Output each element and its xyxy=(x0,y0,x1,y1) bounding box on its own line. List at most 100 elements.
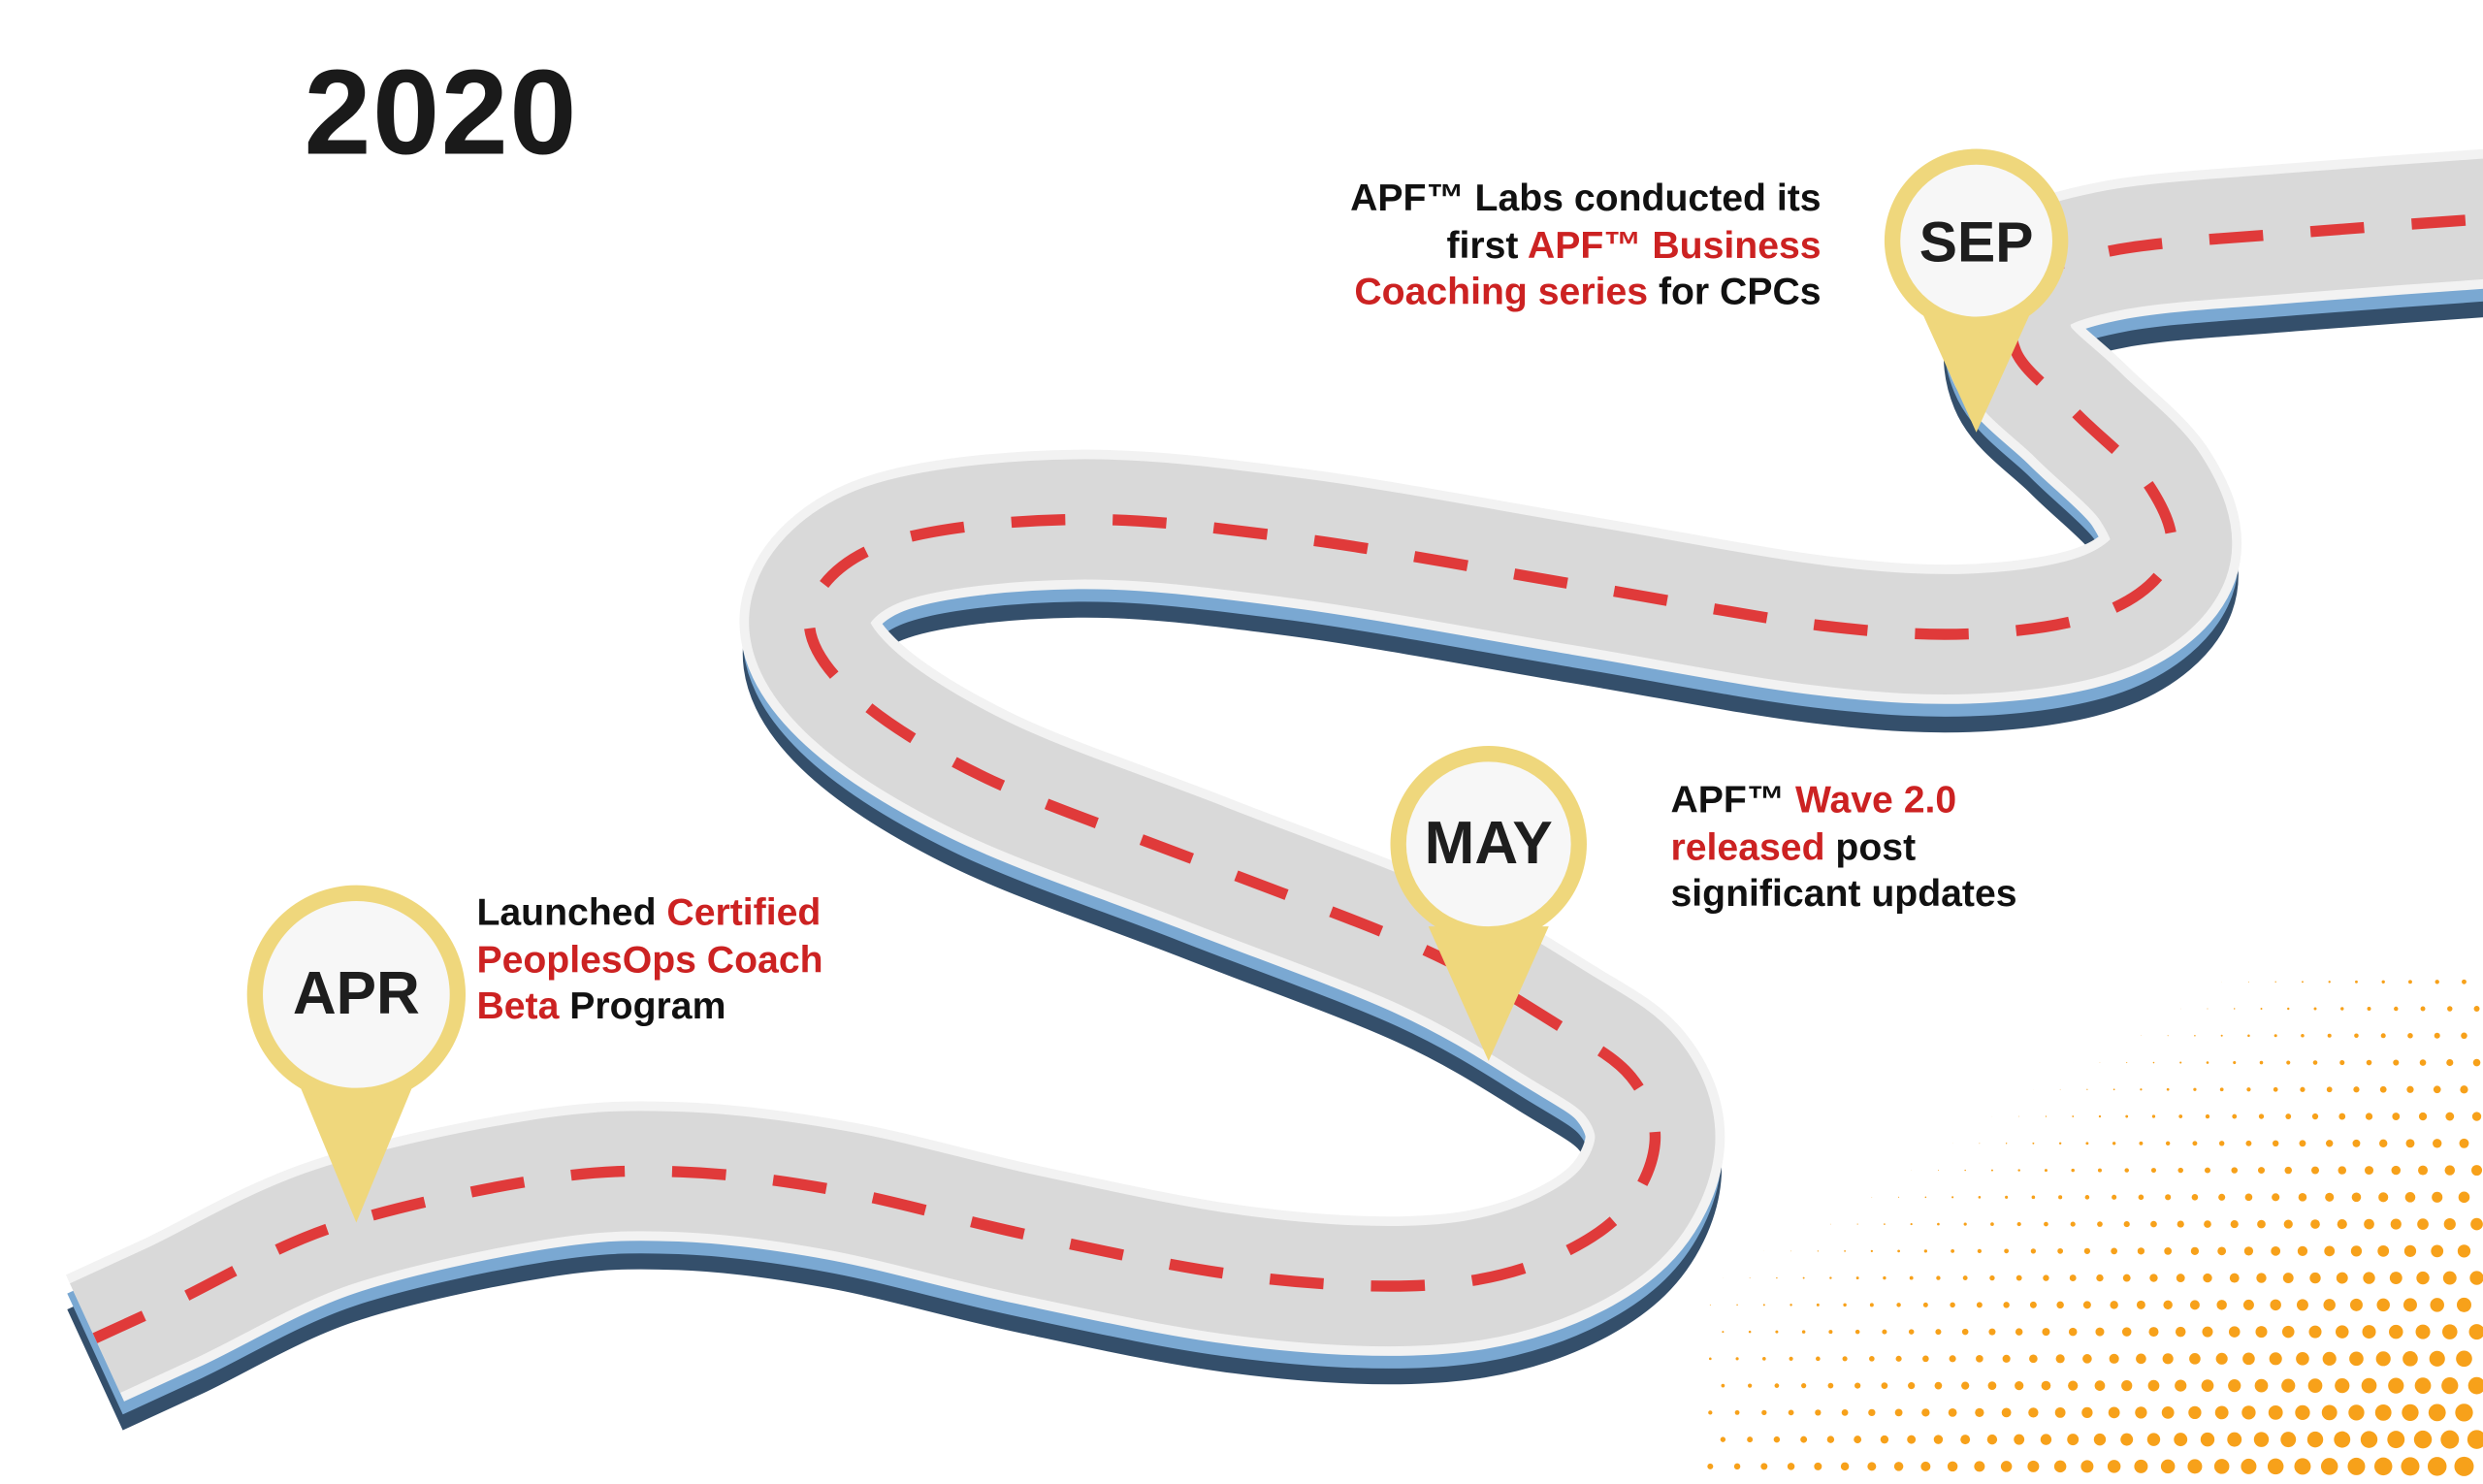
halftone-dot xyxy=(1733,1463,1741,1470)
halftone-dot xyxy=(2029,1301,2037,1308)
halftone-dot xyxy=(2418,1165,2429,1176)
halftone-dot xyxy=(2388,1377,2404,1394)
halftone-dot xyxy=(2313,1007,2317,1011)
halftone-dot xyxy=(2254,1378,2269,1393)
halftone-dot xyxy=(2470,1217,2483,1231)
halftone-dot xyxy=(2373,1457,2393,1476)
halftone-dot xyxy=(2287,1007,2290,1011)
halftone-dot xyxy=(1816,1356,1821,1362)
halftone-dot xyxy=(2418,1112,2428,1121)
halftone-dot xyxy=(2440,1430,2460,1449)
halftone-dot xyxy=(2274,981,2276,983)
halftone-dot xyxy=(2296,1352,2309,1366)
halftone-dot xyxy=(1975,1407,1984,1418)
halftone-dot xyxy=(2165,1141,2171,1146)
halftone-dot xyxy=(2296,1299,2308,1311)
halftone-dot xyxy=(2441,1377,2459,1395)
halftone-dot xyxy=(2027,1460,2040,1472)
halftone-dot xyxy=(1776,1276,1778,1279)
halftone-dot xyxy=(2432,1191,2443,1203)
halftone-dot xyxy=(2163,1300,2173,1310)
month-label-may: MAY xyxy=(1424,810,1553,878)
halftone-dot xyxy=(2323,1299,2336,1311)
halftone-dot xyxy=(2471,1165,2483,1177)
halftone-dot xyxy=(2218,1141,2225,1146)
halftone-dot xyxy=(2193,1087,2197,1091)
halftone-dot xyxy=(1897,1249,1900,1253)
halftone-dot xyxy=(2015,1274,2022,1281)
may-text-highlight: Wave 2.0 released xyxy=(1670,779,1957,869)
halftone-dot xyxy=(2258,1167,2265,1175)
halftone-dot xyxy=(2402,1403,2419,1422)
halftone-dot xyxy=(2080,1460,2094,1473)
halftone-dot xyxy=(2213,1459,2230,1474)
halftone-dot xyxy=(2126,1061,2128,1064)
halftone-dot xyxy=(2044,1169,2048,1173)
halftone-dot xyxy=(2086,1088,2088,1090)
halftone-dot xyxy=(1978,1196,1982,1199)
halftone-dot xyxy=(2203,1273,2212,1283)
halftone-dot xyxy=(2456,1350,2472,1368)
halftone-dot xyxy=(2122,1274,2131,1282)
halftone-dot xyxy=(2059,1088,2061,1090)
halftone-dot xyxy=(2281,1325,2295,1339)
halftone-dot xyxy=(2121,1380,2133,1392)
halftone-dot xyxy=(2243,1246,2254,1256)
halftone-dot xyxy=(2148,1327,2159,1338)
halftone-dot xyxy=(1947,1461,1958,1472)
halftone-dot xyxy=(2257,1219,2266,1229)
halftone-dot xyxy=(2097,1221,2103,1227)
halftone-dot xyxy=(1867,1462,1877,1471)
halftone-dot xyxy=(2214,1405,2229,1420)
halftone-dot xyxy=(2285,1113,2292,1119)
halftone-dot xyxy=(2004,1248,2010,1254)
halftone-dot xyxy=(2308,1325,2322,1339)
halftone-dot xyxy=(2311,1166,2320,1175)
halftone-dot xyxy=(2375,1351,2391,1367)
sep-text-part: for CPCs xyxy=(1648,271,1822,314)
halftone-dot xyxy=(2071,1168,2075,1173)
halftone-dot xyxy=(2431,1244,2444,1258)
halftone-dot xyxy=(2176,1274,2185,1283)
halftone-dot xyxy=(2057,1247,2064,1254)
halftone-dot xyxy=(2327,1033,2332,1038)
halftone-dot xyxy=(1871,1197,1873,1198)
halftone-dot xyxy=(1826,1436,1835,1443)
halftone-dot xyxy=(2365,1166,2374,1176)
halftone-dot xyxy=(2322,1351,2337,1366)
halftone-dot xyxy=(1790,1250,1791,1252)
halftone-dot xyxy=(2457,1297,2471,1312)
halftone-dot xyxy=(1844,1249,1846,1252)
halftone-dot xyxy=(2189,1300,2200,1310)
halftone-dot xyxy=(2137,1247,2145,1255)
halftone-dot xyxy=(1909,1275,1914,1280)
halftone-dot xyxy=(2140,1088,2143,1091)
halftone-dot xyxy=(2112,1088,2115,1091)
halftone-dot xyxy=(1922,1355,1929,1363)
halftone-dot xyxy=(2361,1377,2377,1394)
halftone-dot xyxy=(1801,1330,1806,1334)
halftone-dot xyxy=(2273,1086,2278,1092)
halftone-dot xyxy=(2401,1457,2420,1476)
halftone-dot xyxy=(1842,1356,1848,1362)
may-text-part: APF™ xyxy=(1670,779,1795,823)
halftone-dot xyxy=(2136,1300,2145,1309)
halftone-dot xyxy=(1814,1462,1822,1470)
halftone-dot xyxy=(1951,1248,1955,1253)
halftone-dot xyxy=(2227,1432,2242,1447)
halftone-dot xyxy=(1800,1436,1808,1443)
halftone-dot xyxy=(2207,1008,2209,1010)
halftone-dot xyxy=(2231,1167,2238,1174)
halftone-dot xyxy=(2434,1032,2440,1039)
halftone-dot xyxy=(2414,1377,2432,1394)
halftone-dot xyxy=(2419,1059,2427,1066)
halftone-dot xyxy=(2402,1298,2417,1312)
halftone-dot xyxy=(1748,1383,1753,1388)
halftone-dot xyxy=(2320,1458,2338,1475)
halftone-dot xyxy=(2165,1194,2172,1201)
halftone-dot xyxy=(1908,1329,1915,1335)
halftone-dot xyxy=(2460,1085,2468,1094)
halftone-dot xyxy=(1788,1409,1794,1416)
halftone-dot xyxy=(2177,1167,2183,1174)
halftone-dot xyxy=(1830,1223,1831,1225)
